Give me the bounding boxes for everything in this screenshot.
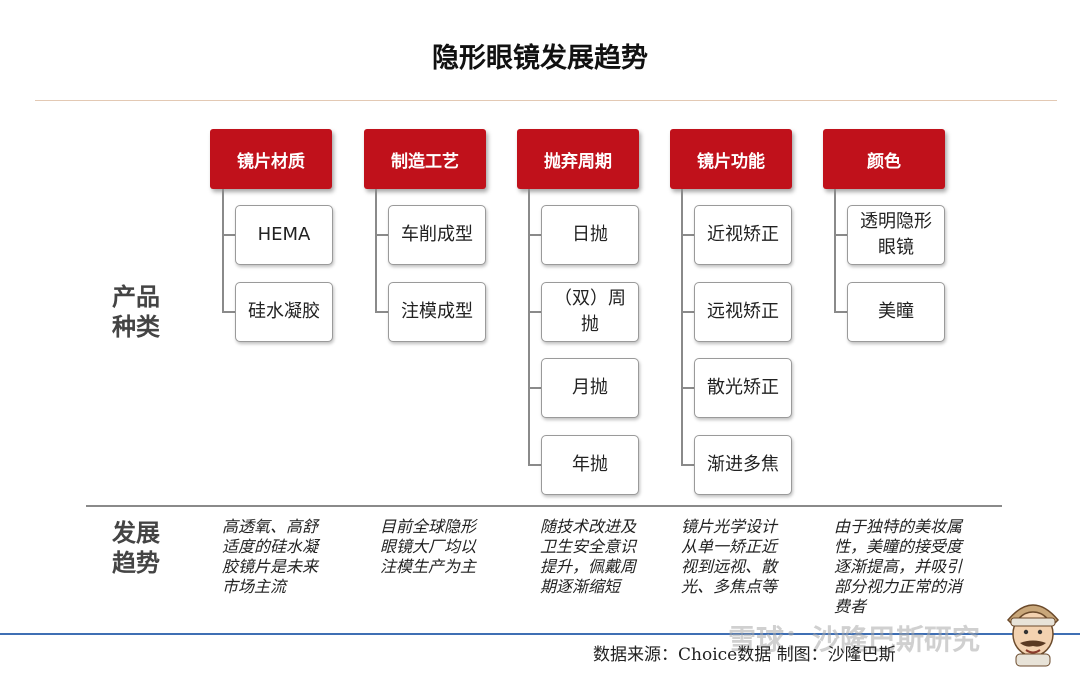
trend-color: 由于独特的美妆属性，美瞳的接受度逐渐提高，并吸引部分视力正常的消费者 xyxy=(834,517,963,616)
products-label-line-2: 种类 xyxy=(112,313,160,341)
connector-branch xyxy=(528,311,542,313)
connector-branch xyxy=(681,234,695,236)
footer-divider xyxy=(0,633,1080,635)
connector-branch xyxy=(528,464,542,466)
trend-manufacturing: 目前全球隐形眼镜大厂均以注模生产为主 xyxy=(380,517,477,576)
item-monthly: 月抛 xyxy=(541,358,639,418)
connector-branch xyxy=(681,464,695,466)
mascot-logo xyxy=(1006,604,1060,667)
item-multifocal: 渐进多焦 xyxy=(694,435,792,495)
trend-material: 高透氧、高舒适度的硅水凝胶镜片是未来市场主流 xyxy=(222,517,319,596)
item-hema: HEMA xyxy=(235,205,333,265)
connector-branch xyxy=(375,311,389,313)
connector-branch xyxy=(681,311,695,313)
item-silicone-hydrogel: 硅水凝胶 xyxy=(235,282,333,342)
connector-vertical xyxy=(681,189,683,465)
products-label-line-1: 产品 xyxy=(112,283,160,311)
connector-vertical xyxy=(834,189,836,313)
connector-branch xyxy=(375,234,389,236)
category-header-manufacturing: 制造工艺 xyxy=(364,129,486,189)
connector-branch xyxy=(834,234,848,236)
item-daily: 日抛 xyxy=(541,205,639,265)
item-astigmatism: 散光矫正 xyxy=(694,358,792,418)
page-title: 隐形眼镜发展趋势 xyxy=(432,43,648,74)
connector-vertical xyxy=(528,189,530,465)
source-note: 数据来源：Choice数据 制图：沙隆巴斯 xyxy=(593,645,896,665)
item-clear-lens: 透明隐形眼镜 xyxy=(847,205,945,265)
watermark: 雪球：沙隆巴斯研究 xyxy=(728,623,981,656)
connector-branch xyxy=(222,311,236,313)
item-lathe-cut: 车削成型 xyxy=(388,205,486,265)
connector-branch xyxy=(681,387,695,389)
item-yearly: 年抛 xyxy=(541,435,639,495)
connector-branch xyxy=(528,387,542,389)
item-hyperopia: 远视矫正 xyxy=(694,282,792,342)
item-biweekly: （双）周抛 xyxy=(541,282,639,342)
trends-label-line-1: 发展 xyxy=(112,519,160,547)
connector-branch xyxy=(528,234,542,236)
trend-replacement-cycle: 随技术改进及卫生安全意识提升，佩戴周期逐渐缩短 xyxy=(540,517,637,596)
trends-label-line-2: 趋势 xyxy=(112,549,160,577)
products-section-label: 产品 种类 xyxy=(112,282,172,342)
connector-branch xyxy=(222,234,236,236)
item-injection-mold: 注模成型 xyxy=(388,282,486,342)
category-header-function: 镜片功能 xyxy=(670,129,792,189)
connector-vertical xyxy=(222,189,224,313)
item-myopia: 近视矫正 xyxy=(694,205,792,265)
category-header-color: 颜色 xyxy=(823,129,945,189)
title-divider xyxy=(35,100,1057,101)
category-header-replacement-cycle: 抛弃周期 xyxy=(517,129,639,189)
connector-vertical xyxy=(375,189,377,313)
section-divider xyxy=(86,505,1002,507)
trends-section-label: 发展 趋势 xyxy=(112,518,172,578)
item-color-lens: 美瞳 xyxy=(847,282,945,342)
category-header-material: 镜片材质 xyxy=(210,129,332,189)
trend-function: 镜片光学设计从单一矫正近视到远视、散光、多焦点等 xyxy=(681,517,778,596)
connector-branch xyxy=(834,311,848,313)
